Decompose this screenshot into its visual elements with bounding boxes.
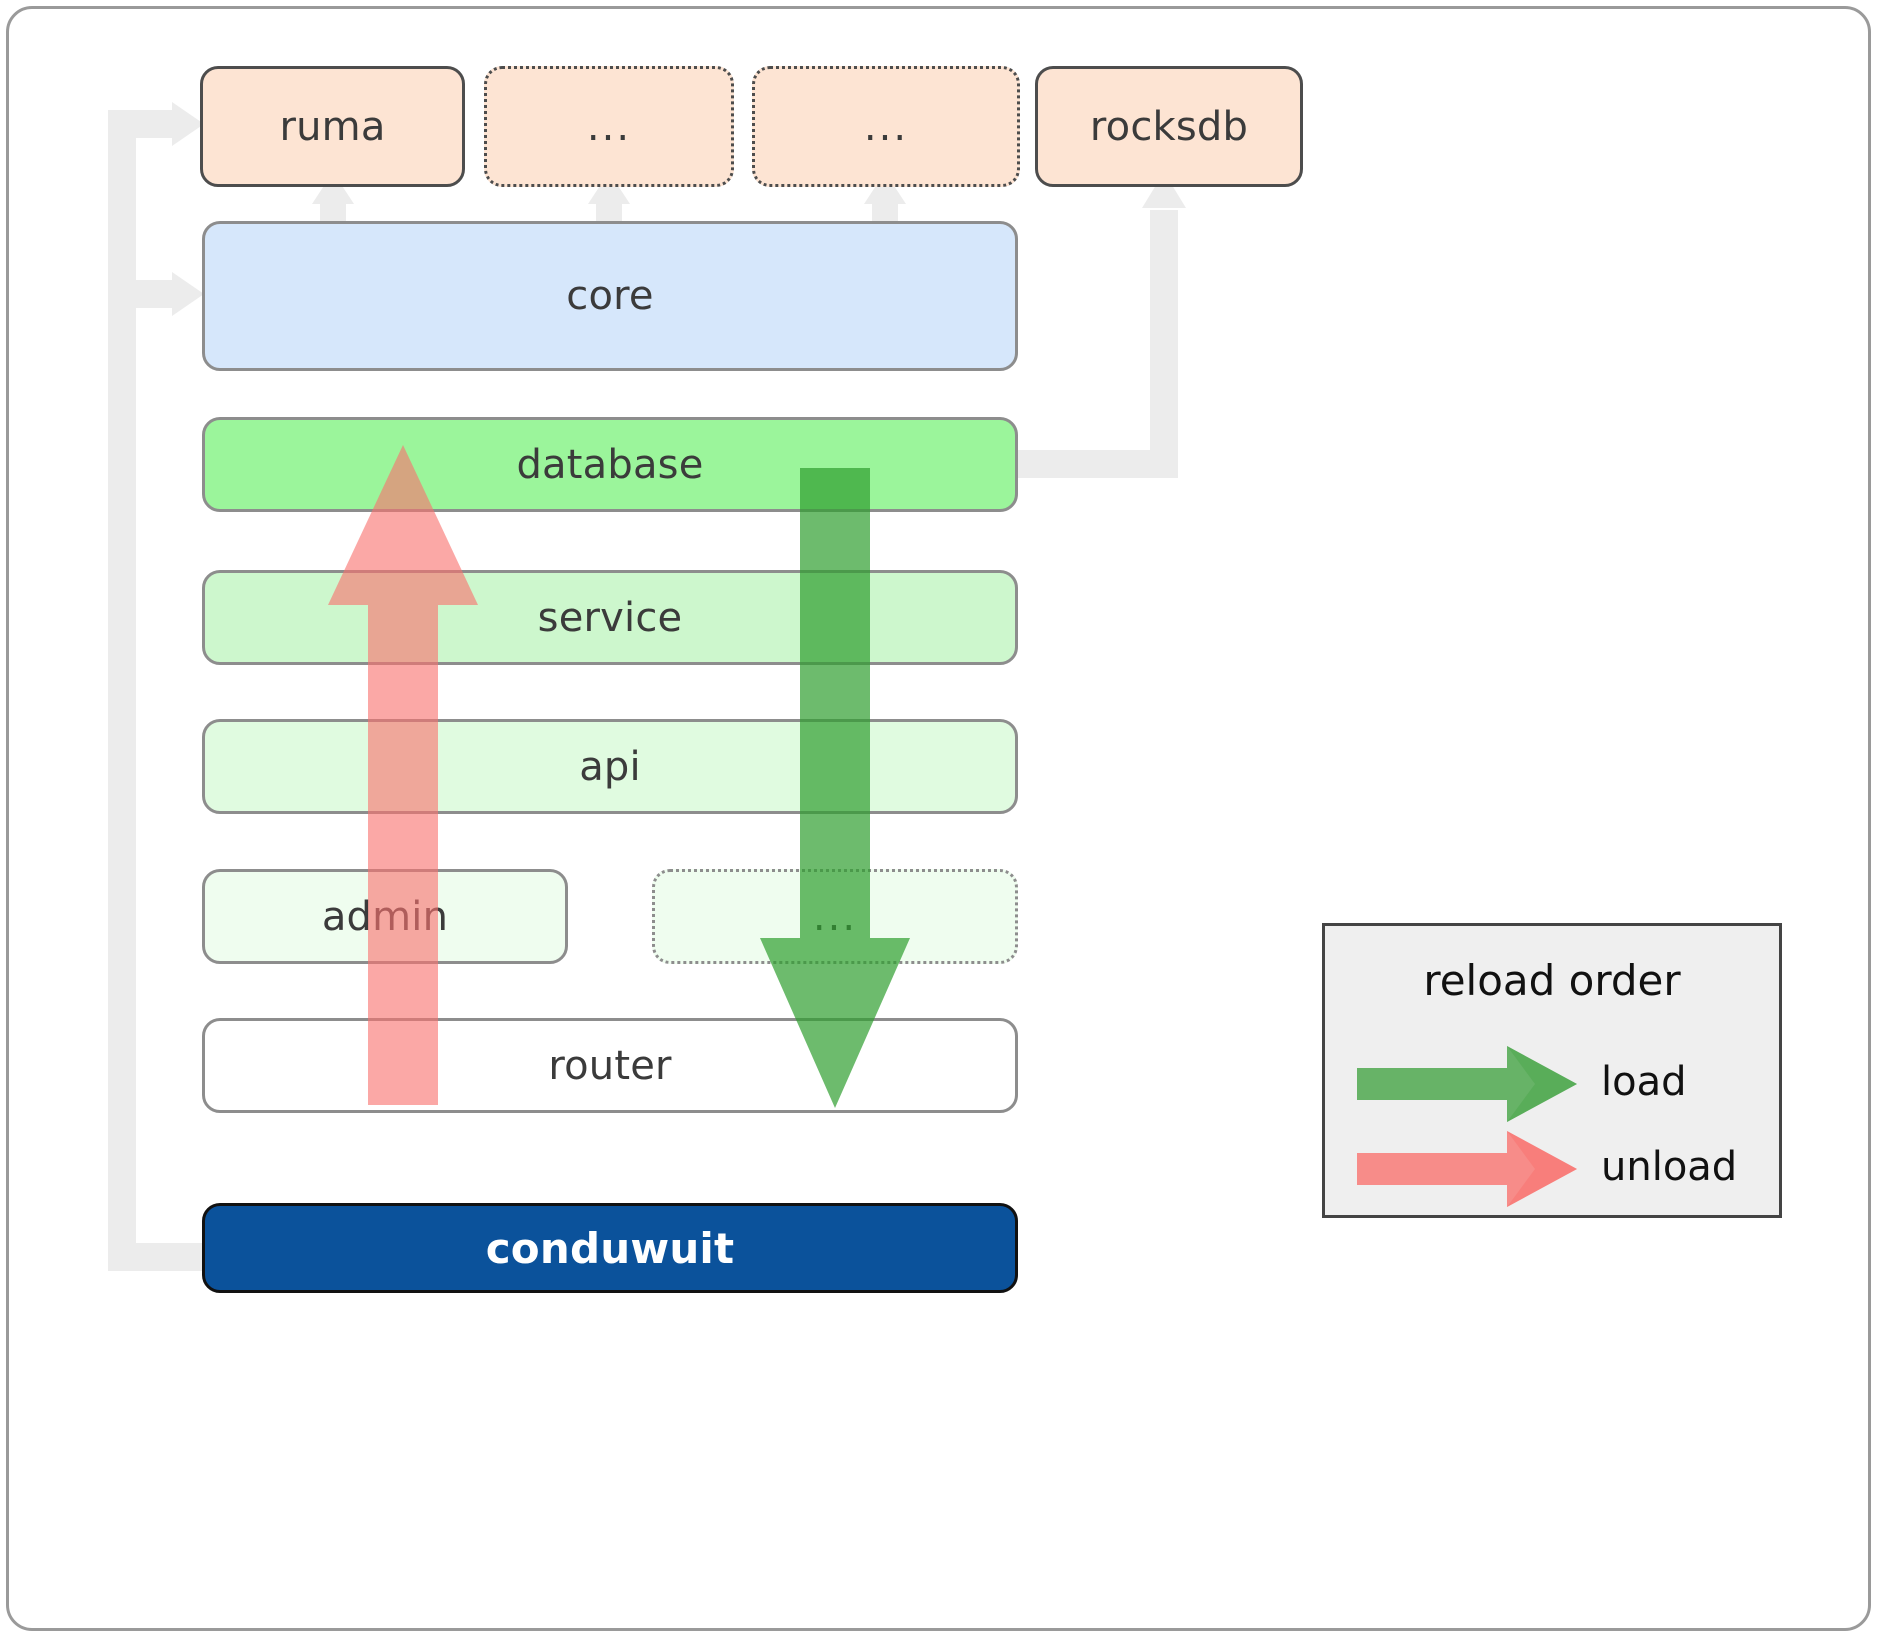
layer-label: api bbox=[579, 743, 641, 790]
application-box-conduwuit[interactable]: conduwuit bbox=[202, 1203, 1018, 1293]
legend-unload-arrow-icon bbox=[1357, 1131, 1577, 1207]
application-label: conduwuit bbox=[485, 1223, 735, 1273]
layer-label: router bbox=[548, 1042, 672, 1089]
connector-to-ruma-stem bbox=[108, 110, 178, 138]
legend-unload-label: unload bbox=[1601, 1144, 1738, 1190]
dependency-label: ruma bbox=[279, 103, 386, 150]
layer-label: database bbox=[516, 441, 704, 488]
legend-panel: reload order load unload bbox=[1322, 923, 1782, 1218]
dependency-label: rocksdb bbox=[1089, 103, 1249, 150]
layer-box-router[interactable]: router bbox=[202, 1018, 1018, 1113]
unload-arrow bbox=[328, 445, 478, 1105]
legend-load-arrow-icon bbox=[1357, 1046, 1577, 1122]
connector-to-core-stem bbox=[108, 280, 178, 308]
dependency-box-rocksdb[interactable]: rocksdb bbox=[1035, 66, 1303, 187]
connector-to-ruma-arrowhead bbox=[172, 102, 204, 146]
connector-database-to-rocksdb-v bbox=[1150, 210, 1178, 478]
layer-box-core[interactable]: core bbox=[202, 221, 1018, 371]
layer-label: service bbox=[537, 594, 683, 641]
legend-load-label: load bbox=[1601, 1059, 1687, 1105]
dependency-box-placeholder-1[interactable]: ... bbox=[484, 66, 734, 187]
connector-to-core-arrowhead bbox=[172, 272, 204, 316]
layer-box-database[interactable]: database bbox=[202, 417, 1018, 512]
load-arrow bbox=[760, 468, 910, 1108]
dependency-box-ruma[interactable]: ruma bbox=[200, 66, 465, 187]
dependency-label: ... bbox=[586, 103, 632, 150]
layer-label: core bbox=[566, 273, 654, 319]
dependency-box-placeholder-2[interactable]: ... bbox=[752, 66, 1020, 187]
dependency-label: ... bbox=[863, 103, 909, 150]
connector-left-bottom bbox=[108, 1243, 218, 1271]
legend-title: reload order bbox=[1423, 956, 1681, 1005]
layer-box-api[interactable]: api bbox=[202, 719, 1018, 814]
